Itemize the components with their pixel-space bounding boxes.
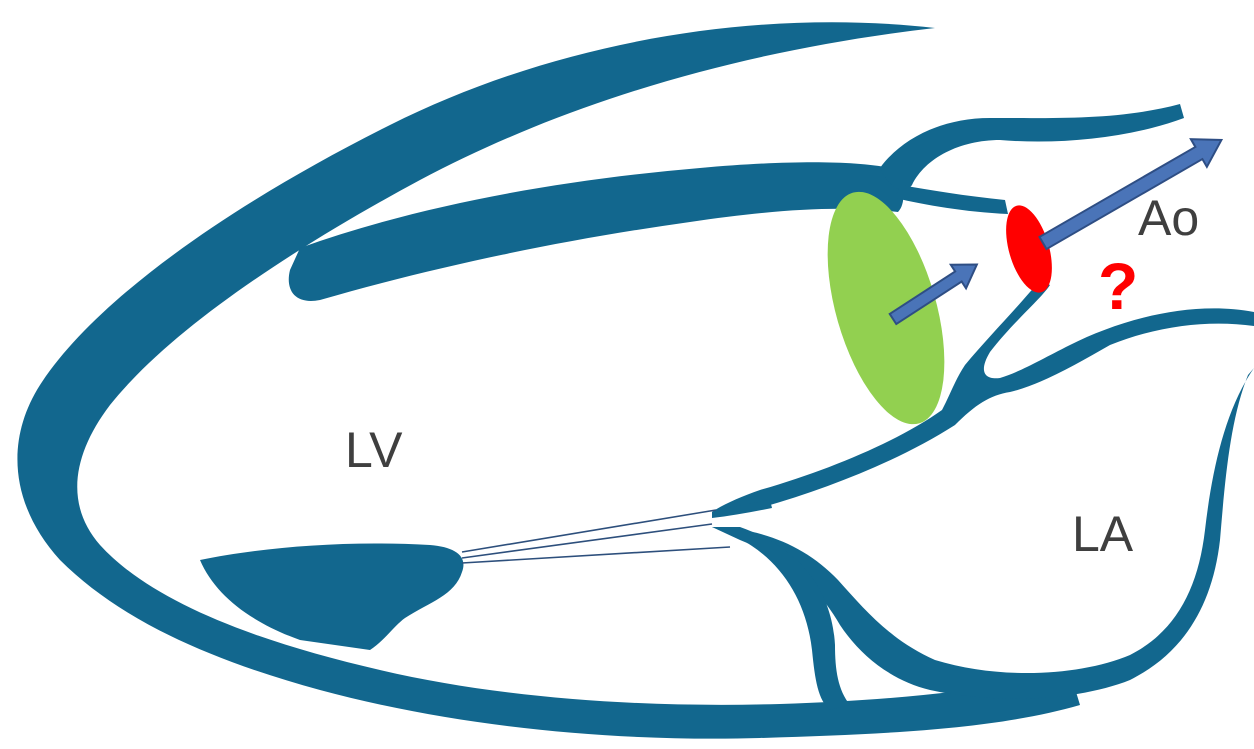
aortic-sinus-wall bbox=[895, 185, 1008, 214]
label-lv: LV bbox=[345, 422, 403, 478]
aortic-wall-lower bbox=[712, 280, 1254, 514]
chorda-2 bbox=[462, 524, 712, 558]
label-la: LA bbox=[1072, 506, 1134, 562]
red-ellipse-icon bbox=[997, 200, 1060, 298]
la-lateral-wall bbox=[712, 368, 1254, 699]
aortic-wall-upper bbox=[880, 104, 1184, 190]
chorda-3 bbox=[462, 547, 730, 563]
chorda-1 bbox=[462, 510, 716, 552]
question-mark: ? bbox=[1098, 249, 1138, 323]
blue-arrow-long-icon bbox=[1035, 126, 1229, 257]
posterior-mitral-wall bbox=[712, 527, 850, 710]
green-ellipse-icon bbox=[805, 179, 967, 437]
label-ao: Ao bbox=[1138, 190, 1199, 246]
